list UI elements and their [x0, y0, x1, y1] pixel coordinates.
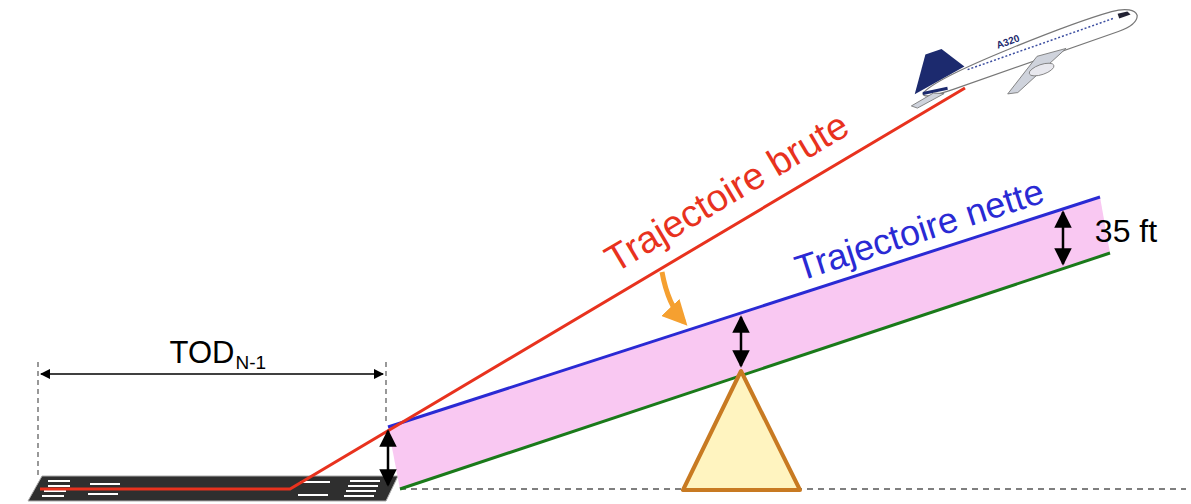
height-arrow: [1062, 212, 1065, 264]
dimension-label: 35 ft: [1095, 215, 1157, 247]
obstacle-clearance-line: [400, 253, 1110, 489]
dimension-subscript: N-1: [235, 353, 266, 372]
margin-band: [388, 197, 1110, 489]
obstacle-triangle: [683, 371, 800, 490]
tod-dimension: [38, 362, 386, 478]
height-arrow: [387, 431, 390, 485]
airplane: [897, 0, 1148, 127]
transition-arrow: [662, 272, 684, 322]
height-arrow: [740, 317, 743, 366]
dimension-label: TOD: [170, 337, 235, 368]
gross-trajectory: [40, 88, 965, 489]
